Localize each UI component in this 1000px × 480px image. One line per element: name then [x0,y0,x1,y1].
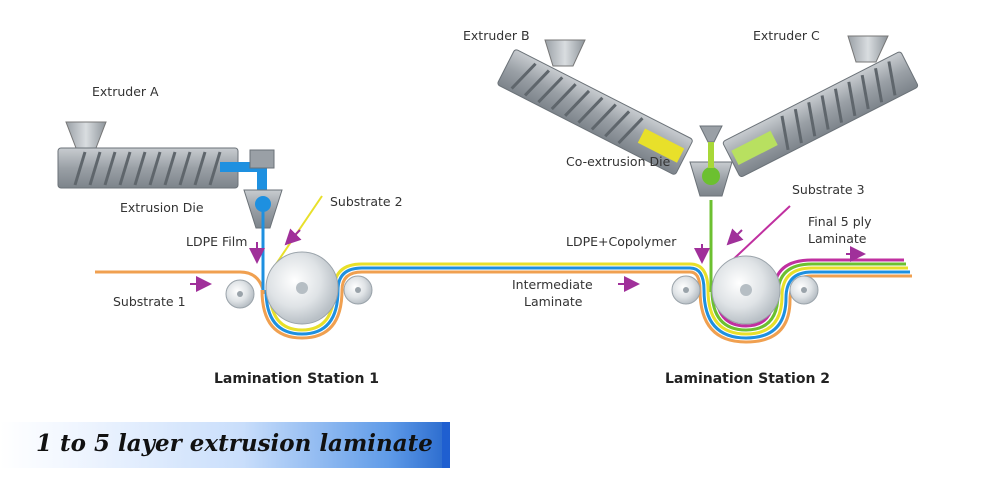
extruder-b-hopper [544,39,586,67]
extruder-b-melt [637,128,685,163]
station-2-rolls [671,255,819,325]
extruder-c-melt [731,130,778,166]
extruder-b-label: Extruder B [463,28,530,43]
final-laminate-label-line1: Final 5 ply [808,214,872,229]
lamination-station-1-label: Lamination Station 1 [214,371,379,387]
co-extrusion-die-label: Co-extrusion Die [566,154,671,169]
web-paths [95,195,912,344]
substrate-3-arrow [726,228,744,246]
ldpe-film-label: LDPE Film [186,234,247,249]
substrate-3-label: Substrate 3 [792,182,865,197]
substrate-1-label: Substrate 1 [113,294,186,309]
substrate-2-label: Substrate 2 [330,194,403,209]
extruder-b-screw [510,62,644,145]
extrusion-lamination-diagram: Extruder A Extruder B Extruder C Extrusi… [57,28,919,387]
intermediate-laminate-label-line1: Intermediate [512,277,593,292]
banner-title: 1 to 5 layer extrusion laminate [36,430,433,457]
extruder-c-hopper [847,35,889,63]
extrusion-die-label: Extrusion Die [120,200,204,215]
extruder-c [722,35,919,177]
extruder-a [57,121,267,200]
title-banner: 1 to 5 layer extrusion laminate [0,422,450,468]
extruder-a-label: Extruder A [92,84,159,99]
extrusion-die-melt [255,196,271,212]
extruder-c-screw [780,61,897,151]
final-laminate-blue [702,270,910,340]
extruder-a-screw [73,151,222,186]
intermediate-laminate-label-line2: Laminate [524,294,583,309]
flow-arrows [190,228,866,292]
lamination-station-2-label: Lamination Station 2 [665,371,830,387]
extruder-c-label: Extruder C [753,28,820,43]
co-extrusion-die-melt [702,167,720,185]
extrusion-die [243,149,283,229]
final-laminate-label-line2: Laminate [808,231,867,246]
extruder-b [497,39,693,175]
co-extrusion-die [689,125,733,197]
final-laminate-yellow [706,266,908,336]
intermediate-laminate-orange [260,270,702,340]
substrate-2-arrow [284,228,302,246]
station-1-rolls [225,251,373,325]
extruder-a-hopper [65,121,107,149]
ldpe-copolymer-label: LDPE+Copolymer [566,234,677,249]
final-laminate-green [710,262,906,332]
